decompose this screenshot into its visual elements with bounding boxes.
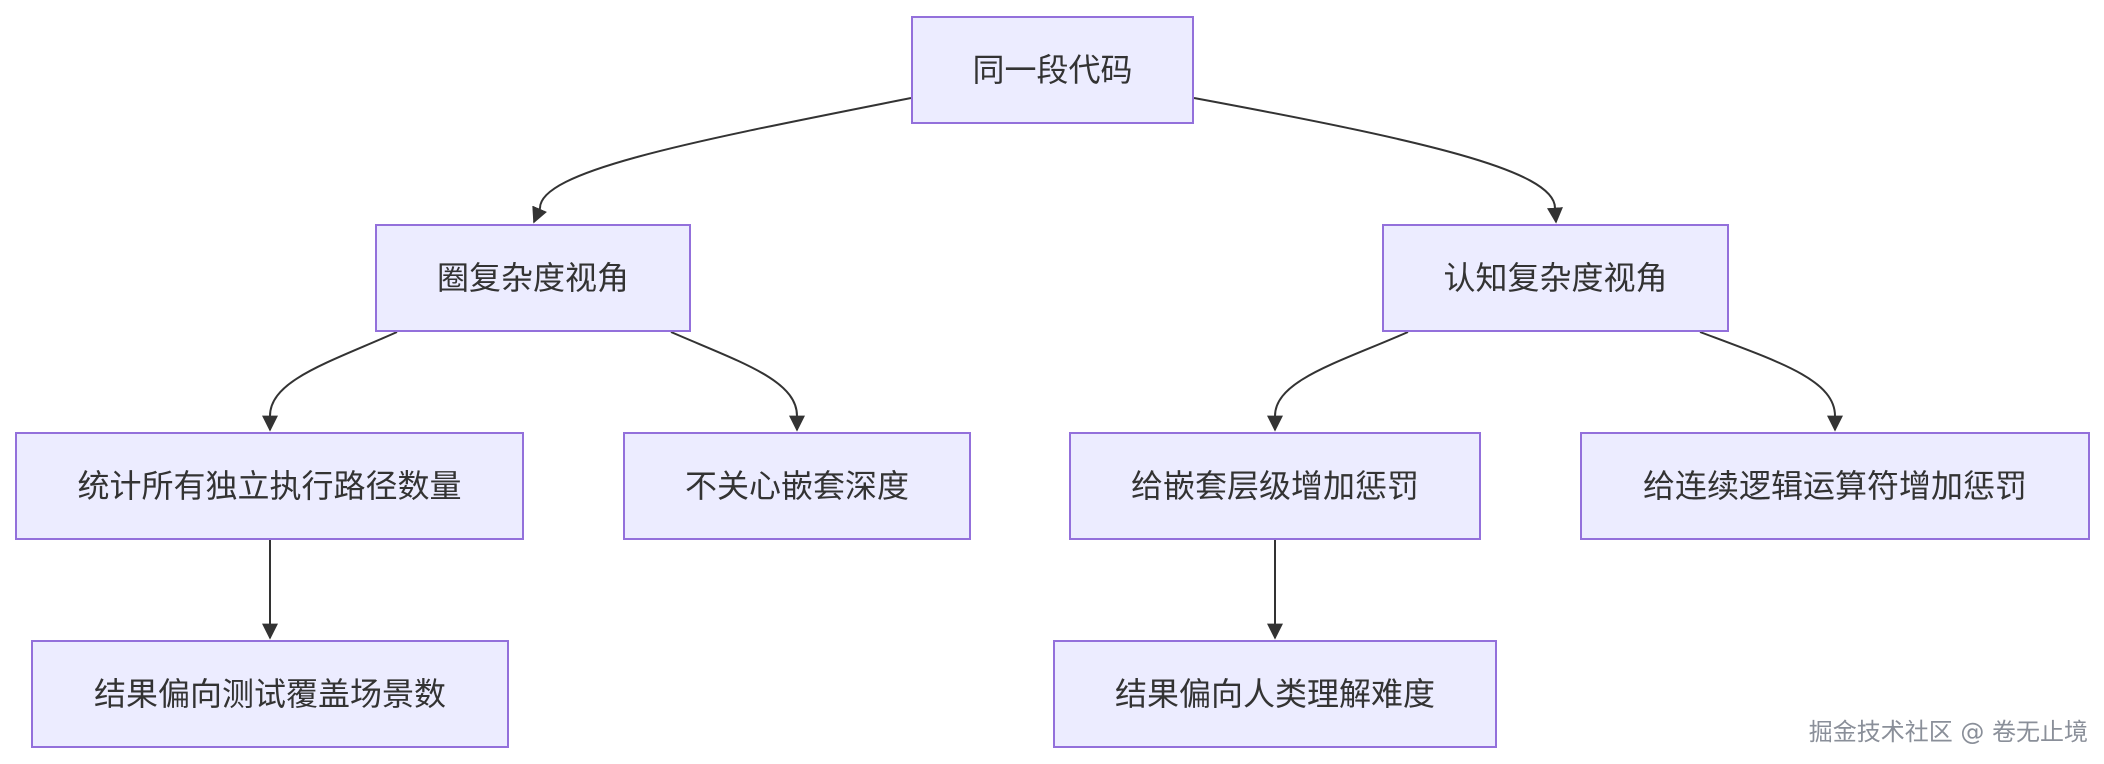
node-human-difficulty-result: 结果偏向人类理解难度 [1053, 640, 1497, 748]
node-cognitive-perspective: 认知复杂度视角 [1382, 224, 1729, 332]
node-cyclomatic-perspective: 圈复杂度视角 [375, 224, 691, 332]
node-count-paths: 统计所有独立执行路径数量 [15, 432, 524, 540]
edge-root-to-cognitive [1193, 97, 1563, 224]
node-label: 给连续逻辑运算符增加惩罚 [1642, 467, 2027, 505]
node-same-code: 同一段代码 [911, 16, 1194, 124]
node-logic-operator-penalty: 给连续逻辑运算符增加惩罚 [1580, 432, 2090, 540]
edge-cyclomatic-to-nonesting [670, 331, 805, 432]
edge-cyclomatic-to-paths [262, 331, 398, 432]
edge-cognitive-to-logicpenalty [1699, 331, 1843, 432]
node-label: 同一段代码 [972, 51, 1133, 89]
node-label: 圈复杂度视角 [436, 259, 629, 297]
edge-root-to-cyclomatic [532, 97, 912, 224]
edge-cognitive-to-nestingpenalty [1267, 331, 1409, 432]
node-label: 认知复杂度视角 [1443, 259, 1668, 297]
node-label: 结果偏向测试覆盖场景数 [93, 675, 446, 713]
node-label: 结果偏向人类理解难度 [1114, 675, 1435, 713]
node-label: 统计所有独立执行路径数量 [77, 467, 462, 505]
node-ignore-nesting: 不关心嵌套深度 [623, 432, 971, 540]
node-label: 不关心嵌套深度 [684, 467, 909, 505]
node-nesting-penalty: 给嵌套层级增加惩罚 [1069, 432, 1481, 540]
node-label: 给嵌套层级增加惩罚 [1130, 467, 1419, 505]
node-test-coverage-result: 结果偏向测试覆盖场景数 [31, 640, 509, 748]
watermark: 掘金技术社区 @ 卷无止境 [1808, 718, 2088, 746]
